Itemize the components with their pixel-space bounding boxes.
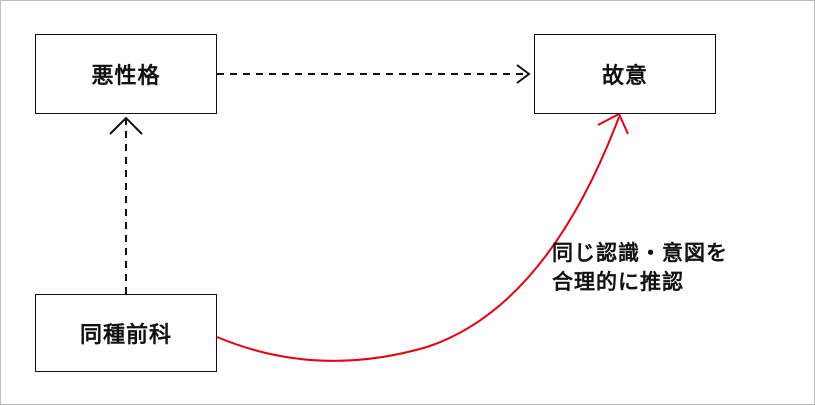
inference-annotation-line1: 同じ認識・意図を xyxy=(552,241,728,265)
node-doshu-zenka: 同種前科 xyxy=(35,294,217,372)
node-akuseikaku-label: 悪性格 xyxy=(91,64,161,89)
node-koi: 故意 xyxy=(534,34,716,114)
node-doshu-zenka-label: 同種前科 xyxy=(79,323,172,348)
inference-arrow-curve xyxy=(216,116,620,362)
inference-annotation: 同じ認識・意図を 合理的に推認 xyxy=(552,239,728,297)
inference-arrow-head xyxy=(597,112,629,135)
node-koi-label: 故意 xyxy=(601,64,648,89)
inference-annotation-line2: 合理的に推認 xyxy=(552,270,684,294)
node-akuseikaku: 悪性格 xyxy=(35,34,217,114)
dashed-arrow-akuseikaku-to-koi-head xyxy=(516,64,531,84)
dashed-arrow-doshu-to-akuseikaku-head xyxy=(109,116,143,135)
